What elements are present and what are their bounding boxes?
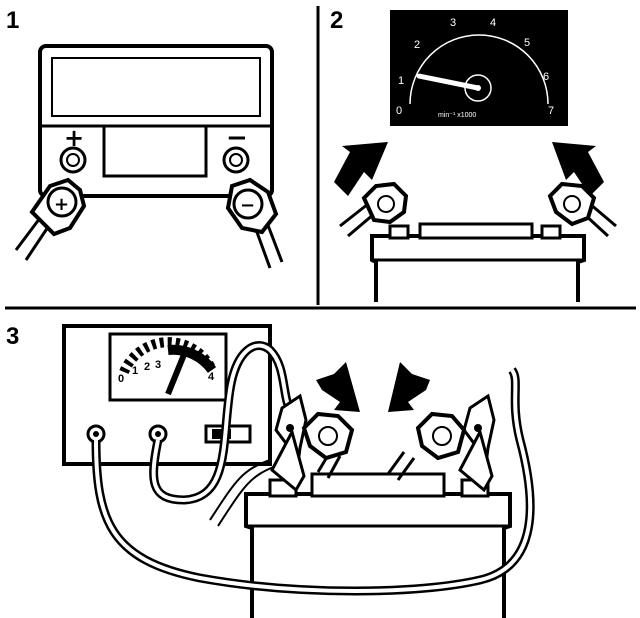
- panel-3-charger-connection: 0 1 2 3 4: [62, 324, 535, 618]
- left-alligator-clamp: [270, 393, 308, 493]
- meter-label-2: 2: [144, 361, 150, 373]
- left-connect-arrow: [316, 362, 360, 412]
- charger-cables: [91, 341, 535, 596]
- meter-label-1: 1: [132, 365, 138, 377]
- meter-label-4: 4: [208, 371, 215, 383]
- battery-body: [38, 44, 274, 198]
- left-remove-arrow: [334, 142, 388, 196]
- tach-label-4: 4: [490, 17, 496, 29]
- tach-label-6: 6: [543, 71, 549, 83]
- minus-sign: −: [226, 123, 248, 153]
- charger-meter-needle: [165, 346, 190, 396]
- tachometer-needle: [416, 73, 481, 91]
- right-disconnected-clamp: [547, 181, 617, 238]
- tach-label-1: 1: [398, 75, 404, 87]
- plus-sign: +: [64, 124, 84, 152]
- tachometer-dial: [390, 10, 568, 126]
- right-reconnect-connector: [386, 411, 467, 481]
- left-reconnect-connector: [301, 411, 355, 479]
- positive-terminal-post: [59, 146, 87, 174]
- positive-cable-lug: +: [14, 177, 87, 261]
- right-remove-arrow: [552, 142, 604, 196]
- negative-lug-symbol: −: [240, 195, 255, 216]
- panel-number-1: 1: [6, 7, 19, 34]
- right-alligator-clamp: [458, 393, 496, 493]
- positive-lug-symbol: +: [54, 194, 69, 215]
- meter-label-3: 3: [155, 359, 161, 371]
- left-disconnected-clamp: [339, 181, 409, 238]
- charger-terminal-right: [148, 424, 168, 444]
- tach-unit-label: min⁻¹ x1000: [438, 112, 476, 119]
- right-connect-arrow: [388, 362, 430, 412]
- tach-label-2: 2: [414, 39, 420, 51]
- tach-label-7: 7: [548, 105, 554, 117]
- negative-terminal-post: [222, 146, 250, 174]
- tach-label-3: 3: [450, 17, 456, 29]
- negative-cable-lug: −: [225, 177, 284, 269]
- panel-number-2: 2: [330, 7, 343, 34]
- charger-terminal-left: [86, 424, 106, 444]
- panel-3-battery: [244, 472, 512, 618]
- tachometer: 0 1 2 3 4 5 6 7 min⁻¹ x1000: [390, 10, 568, 126]
- panel-2-tachometer-disconnect: 0 1 2 3 4 5 6 7 min⁻¹ x1000: [334, 10, 617, 302]
- panel-2-battery: [370, 222, 586, 302]
- tach-label-5: 5: [524, 37, 530, 49]
- panel-number-3: 3: [6, 323, 19, 350]
- tach-label-0: 0: [396, 105, 402, 117]
- panel-1-battery-terminals: + − + −: [14, 44, 284, 269]
- meter-label-0: 0: [118, 373, 124, 385]
